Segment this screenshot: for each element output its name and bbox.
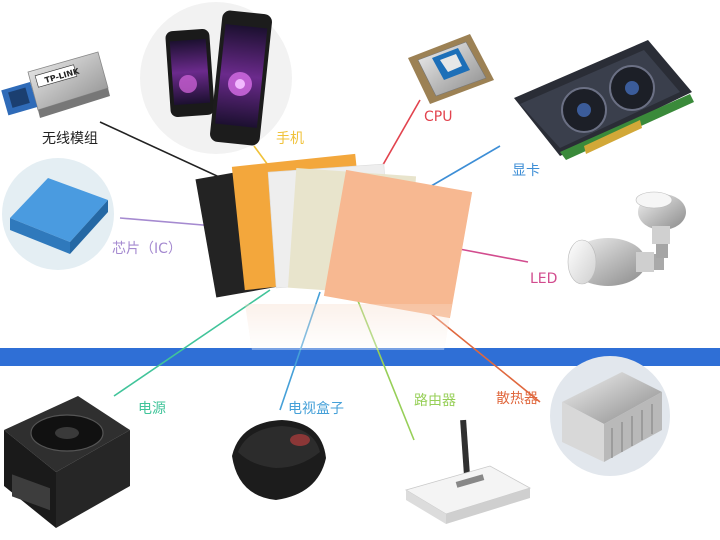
connector-line-power-supply <box>113 289 271 397</box>
tv-box-icon <box>232 420 326 500</box>
graphics-card-icon <box>514 40 694 160</box>
blue-band <box>0 348 720 366</box>
label-graphics-card: 显卡 <box>512 163 540 179</box>
application-labels: 无线模组 手机 CPU 显卡 芯片（IC） LED 电源 电视盒子 路由器 散热… <box>42 109 557 417</box>
thermal-pad-peach <box>323 169 473 319</box>
label-router: 路由器 <box>414 393 456 409</box>
sfp-optical-module-icon: TP-LINK <box>1 51 110 118</box>
power-supply-unit-icon <box>4 396 130 528</box>
label-heatsink: 散热器 <box>496 391 538 407</box>
label-power-supply: 电源 <box>138 401 166 417</box>
label-led: LED <box>530 271 557 287</box>
label-tv-box: 电视盒子 <box>288 400 344 417</box>
ic-chip-pad-icon <box>2 158 114 270</box>
label-cpu: CPU <box>424 109 452 125</box>
led-bulb-icon <box>567 191 686 286</box>
label-chip: 芯片（IC） <box>112 241 182 257</box>
label-phone: 手机 <box>276 131 304 147</box>
label-optical-module: 无线模组 <box>42 131 98 147</box>
thermal-pad-reflection <box>245 304 452 350</box>
cpu-chip-icon <box>408 34 494 104</box>
wifi-router-icon <box>405 419 532 524</box>
connector-line-led <box>453 247 529 263</box>
thermal-pad-stack <box>195 153 473 319</box>
heatsink-icon <box>550 356 670 476</box>
smartphone-icon <box>140 2 292 154</box>
connector-line-cpu <box>379 99 421 171</box>
